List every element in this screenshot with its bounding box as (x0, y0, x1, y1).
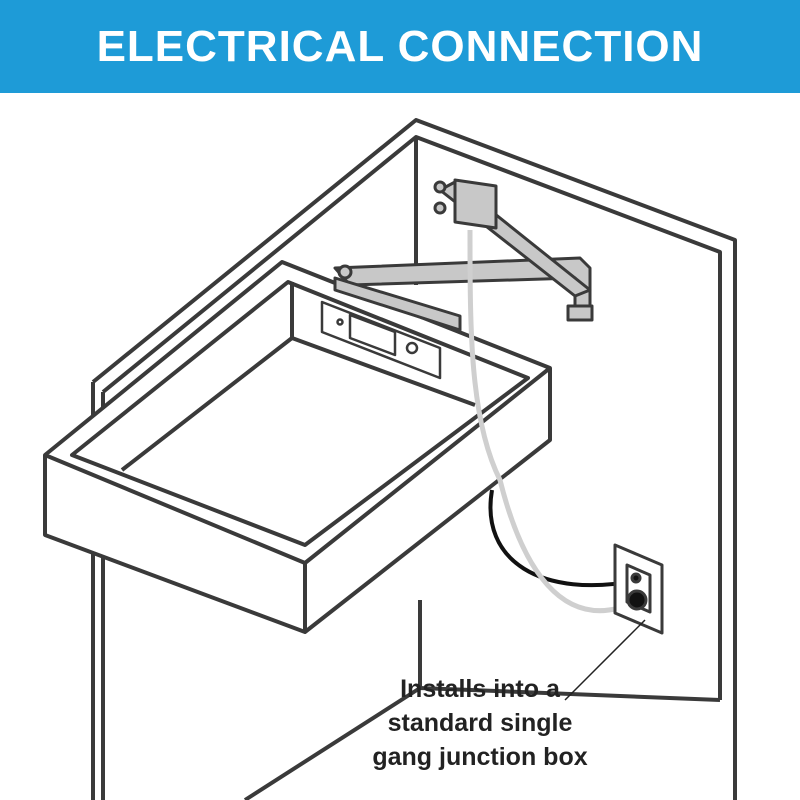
junction-box (613, 543, 664, 635)
power-cord-white (467, 229, 642, 614)
cabinet-drawer-illustration (43, 118, 737, 800)
outlet-panel (320, 300, 442, 380)
junction-box-callout: Installs into a standard single gang jun… (340, 672, 620, 774)
callout-line: standard single (387, 709, 573, 737)
power-cord-black (488, 489, 641, 588)
page-title: ELECTRICAL CONNECTION (96, 21, 704, 71)
title-banner: ELECTRICAL CONNECTION (0, 0, 800, 93)
drawer (43, 260, 552, 634)
callout-line: Installs into a (400, 675, 560, 703)
callout-leader (564, 619, 646, 701)
support-arm (333, 178, 594, 332)
callout-line: gang junction box (372, 743, 588, 771)
